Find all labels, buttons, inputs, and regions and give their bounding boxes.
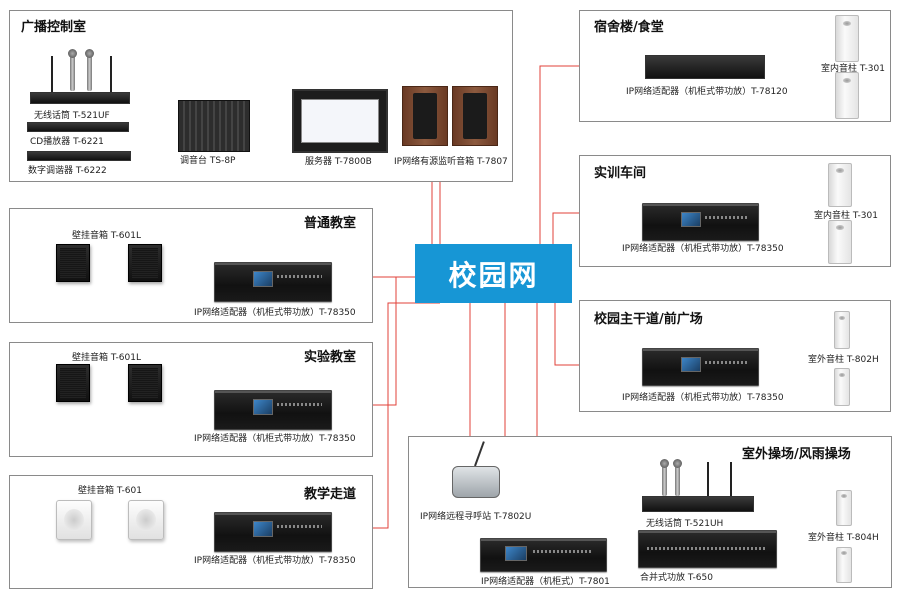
classroom-speaker-left-icon bbox=[56, 244, 90, 282]
broadcast-room-title: 广播控制室 bbox=[21, 20, 87, 35]
lab-speaker-label: 壁挂音箱 T-601L bbox=[72, 353, 141, 363]
workshop-speaker-label: 室内音柱 T-301 bbox=[814, 211, 878, 221]
dormitory-adapter-icon bbox=[645, 55, 765, 79]
lab-adapter-label: IP网络适配器（机柜式带功放）T-78350 bbox=[194, 434, 356, 444]
main-road-speaker-top-icon bbox=[834, 311, 850, 349]
monitor-speaker-right-icon bbox=[452, 86, 498, 146]
lab-adapter-icon bbox=[214, 390, 332, 430]
corridor-speaker-label: 壁挂音箱 T-601 bbox=[78, 486, 142, 496]
lab-title: 实验教室 bbox=[304, 350, 357, 365]
mixer-label: 调音台 TS-8P bbox=[180, 156, 236, 166]
playground-wireless-mic-icon bbox=[642, 458, 754, 512]
playground-wireless-mic-label: 无线话筒 T-521UH bbox=[646, 519, 724, 529]
corridor-adapter-label: IP网络适配器（机柜式带功放）T-78350 bbox=[194, 556, 356, 566]
main-road-adapter-icon bbox=[642, 348, 759, 386]
paging-station-icon bbox=[450, 440, 500, 500]
corridor-title: 教学走道 bbox=[304, 487, 357, 502]
monitor-speaker-left-icon bbox=[402, 86, 448, 146]
wireless-mic-label: 无线话筒 T-521UF bbox=[34, 111, 110, 121]
lab-speaker-right-icon bbox=[128, 364, 162, 402]
campus-network-hub: 校园网 bbox=[415, 244, 572, 303]
corridor-speaker-left-icon bbox=[56, 500, 92, 540]
main-road-adapter-label: IP网络适配器（机柜式带功放）T-78350 bbox=[622, 393, 784, 403]
monitor-speakers-label: IP网络有源监听音箱 T-7807 bbox=[394, 157, 508, 167]
workshop-speaker-top-icon bbox=[828, 163, 852, 207]
cd-player-label: CD播放器 T-6221 bbox=[30, 137, 104, 147]
workshop-speaker-bottom-icon bbox=[828, 220, 852, 264]
tuner-label: 数字调谐器 T-6222 bbox=[28, 166, 107, 176]
playground-speaker-top-icon bbox=[836, 490, 852, 526]
corridor-speaker-right-icon bbox=[128, 500, 164, 540]
playground-speaker-label: 室外音柱 T-804H bbox=[808, 533, 879, 543]
dormitory-speaker-label: 室内音柱 T-301 bbox=[821, 64, 885, 74]
classroom-speaker-label: 壁挂音箱 T-601L bbox=[72, 231, 141, 241]
playground-adapter-icon bbox=[480, 538, 607, 572]
cd-player-icon bbox=[27, 122, 129, 132]
dormitory-speaker-bottom-icon bbox=[835, 72, 859, 119]
classroom-adapter-icon bbox=[214, 262, 332, 302]
main-road-speaker-bottom-icon bbox=[834, 368, 850, 406]
paging-station-label: IP网络远程寻呼站 T-7802U bbox=[420, 512, 532, 522]
classroom-speaker-right-icon bbox=[128, 244, 162, 282]
dormitory-speaker-top-icon bbox=[835, 15, 859, 62]
server-icon bbox=[292, 89, 388, 153]
amplifier-label: 合并式功放 T-650 bbox=[640, 573, 713, 583]
dormitory-adapter-label: IP网络适配器（机柜式带功放）T-78120 bbox=[626, 87, 788, 97]
main-road-title: 校园主干道/前广场 bbox=[594, 312, 703, 327]
playground-title: 室外操场/风雨操场 bbox=[742, 447, 851, 462]
classroom-title: 普通教室 bbox=[304, 216, 357, 231]
amplifier-icon bbox=[638, 530, 777, 568]
workshop-adapter-icon bbox=[642, 203, 759, 241]
mixer-icon bbox=[178, 100, 250, 152]
workshop-adapter-label: IP网络适配器（机柜式带功放）T-78350 bbox=[622, 244, 784, 254]
dormitory-title: 宿舍楼/食堂 bbox=[594, 20, 664, 35]
server-label: 服务器 T-7800B bbox=[305, 157, 372, 167]
playground-speaker-bottom-icon bbox=[836, 547, 852, 583]
classroom-adapter-label: IP网络适配器（机柜式带功放）T-78350 bbox=[194, 308, 356, 318]
lab-speaker-left-icon bbox=[56, 364, 90, 402]
main-road-speaker-label: 室外音柱 T-802H bbox=[808, 355, 879, 365]
workshop-title: 实训车间 bbox=[594, 166, 647, 181]
tuner-icon bbox=[27, 151, 131, 161]
playground-adapter-label: IP网络适配器（机柜式）T-7801 bbox=[481, 577, 610, 587]
corridor-adapter-icon bbox=[214, 512, 332, 552]
wireless-mic-icon bbox=[30, 49, 130, 105]
